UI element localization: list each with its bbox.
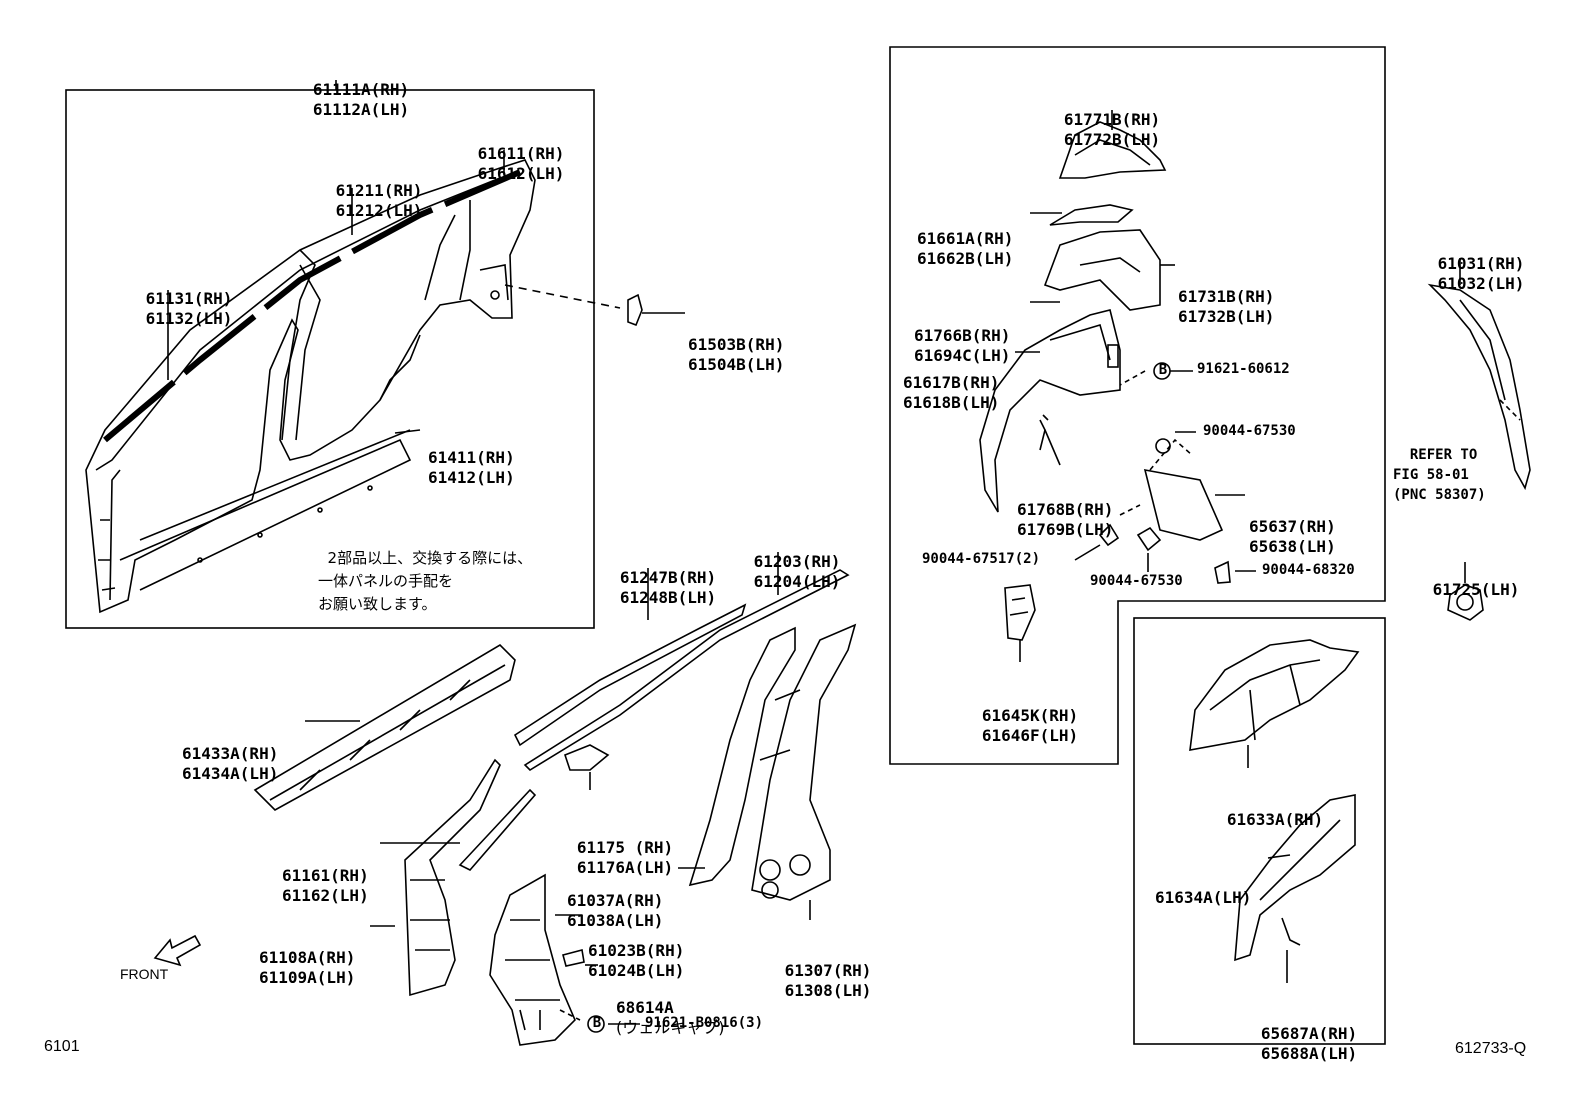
label-61175: 61175 (RH)61176A(LH): [576, 838, 674, 877]
label-61503: 61503B(RH)61504B(LH): [688, 335, 785, 374]
quarter-inner-drawing: [979, 121, 1231, 641]
label-61725: 61725(LH): [1432, 580, 1520, 599]
rocker-reinforcement-drawing: [253, 643, 516, 811]
wheelhouse-drawing: [1189, 639, 1360, 962]
label-61031: 61031(RH)61032(LH): [1437, 254, 1525, 293]
label-61645: 61645K(RH)61646F(LH): [981, 706, 1079, 745]
label-65687: 65687A(RH)65688A(LH): [1260, 1024, 1358, 1063]
bolt-marker-b-lower: B: [592, 1015, 602, 1031]
label-61617: 61617B(RH)61618B(LH): [903, 373, 1000, 412]
frame-wheelhouse: [1133, 617, 1386, 1045]
label-61768: 61768B(RH)61769B(LH): [1017, 500, 1114, 539]
side-outer-panel-drawing: [85, 159, 536, 614]
front-pillar-inner-drawing: [404, 758, 537, 997]
bolt-90044-67530-lower: 90044-67530: [1090, 573, 1183, 589]
bolt-90044-67517: 90044-67517(2): [922, 551, 1041, 567]
rear-inner-arch-drawing: [1427, 283, 1531, 491]
label-61661: 61661A(RH)61662B(LH): [917, 229, 1014, 268]
label-61211: 61211(RH)61212(LH): [335, 181, 423, 220]
bolt-91621-b0816: 91621-B0816(3): [645, 1015, 764, 1031]
label-61766: 61766B(RH)61694C(LH): [914, 326, 1011, 365]
label-61247: 61247B(RH)61248B(LH): [619, 568, 717, 607]
label-61731: 61731B(RH)61732B(LH): [1178, 287, 1275, 326]
bolt-90044-67530-upper: 90044-67530: [1203, 423, 1296, 439]
label-61433: 61433A(RH)61434A(LH): [182, 744, 279, 783]
bracket-61503-drawing: [627, 293, 643, 327]
label-61131: 61131(RH)61132(LH): [145, 289, 233, 328]
label-61108: 61108A(RH)61109A(LH): [259, 948, 356, 987]
label-61037: 61037A(RH)61038A(LH): [567, 891, 664, 930]
label-61307: 61307(RH)61308(LH): [784, 961, 872, 1000]
front-arrow-icon: [153, 934, 202, 967]
label-61633: 61633A(RH): [1226, 810, 1324, 829]
figure-number: 6101: [44, 1038, 80, 1055]
bolt-marker-b: B: [1158, 362, 1168, 378]
label-61161: 61161(RH)61162(LH): [282, 866, 369, 905]
lower-pillar-drawing: [489, 744, 610, 1046]
label-65637: 65637(RH)65638(LH): [1249, 517, 1336, 556]
label-side-outer: 61111A(RH)61112A(LH): [312, 80, 410, 119]
replacement-note: 2部品以上、交換する際には、一体パネルの手配をお願い致します。: [318, 549, 533, 613]
label-61023: 61023B(RH)61024B(LH): [588, 941, 685, 980]
roof-rail-strip-drawing: [103, 169, 522, 443]
label-61771: 61771B(RH)61772B(LH): [1063, 110, 1161, 149]
label-61611: 61611(RH)61612(LH): [477, 144, 565, 183]
label-68614: 68614A(ウェルキャブ): [616, 998, 725, 1037]
roof-rail-inner-drawing: [513, 569, 850, 772]
frame-main-side: [65, 89, 595, 629]
label-61203: 61203(RH)61204(LH): [753, 552, 841, 591]
front-label: FRONT: [120, 966, 169, 982]
illustration-code: 612733-Q: [1455, 1040, 1527, 1057]
label-61634: 61634A(LH): [1155, 888, 1252, 907]
bolt-91621-60612: 91621-60612: [1197, 361, 1290, 377]
label-61411: 61411(RH)61412(LH): [428, 448, 515, 487]
center-pillar-drawing: [688, 623, 857, 901]
bolt-90044-68320: 90044-68320: [1262, 562, 1355, 578]
frame-quarter-inner: [889, 46, 1386, 765]
part-61725-drawing: [1447, 584, 1484, 621]
